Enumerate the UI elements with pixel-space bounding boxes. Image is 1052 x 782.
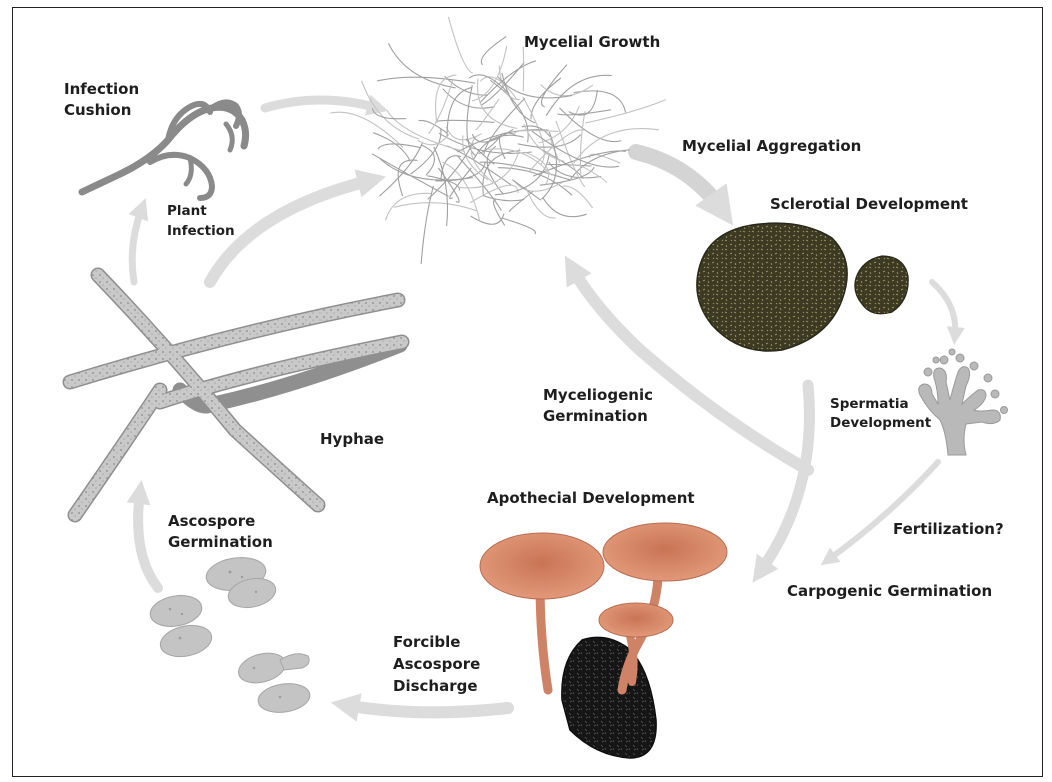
label-spermatia-development-line2: Development <box>830 414 931 432</box>
label-forcible-discharge-line2: Ascospore <box>393 654 480 674</box>
mycelium-strand <box>421 145 434 176</box>
apothecia-illustration <box>480 523 727 758</box>
mycelial-growth-illustration <box>330 17 666 264</box>
mycelium-strand <box>514 180 565 191</box>
label-fertilization: Fertilization? <box>893 519 1004 539</box>
sclerotium-small <box>855 256 908 314</box>
label-ascospore-germination-line2: Germination <box>168 532 273 552</box>
label-plant-infection-line1: Plant <box>167 202 207 220</box>
mycelium-strand <box>502 218 535 234</box>
mycelium-strand <box>427 176 459 191</box>
mycelium-strand <box>515 130 559 133</box>
label-forcible-discharge-line1: Forcible <box>393 632 460 652</box>
label-carpogenic-germination: Carpogenic Germination <box>787 581 992 601</box>
mycelium-strand <box>386 193 433 220</box>
spermatia-illustration <box>919 349 1008 455</box>
arrow-fertilization <box>828 462 938 560</box>
mycelium-strand <box>483 151 520 195</box>
mycelium-strand <box>574 91 626 113</box>
arrow-infection-to-growth <box>265 100 378 108</box>
label-plant-infection-line2: Infection <box>167 222 235 240</box>
arrow-ascospore-germination <box>138 492 158 588</box>
mycelium-strand <box>448 17 472 73</box>
hyphae-illustration <box>70 275 402 515</box>
label-myceliogenic-germination-line2: Germination <box>543 406 648 426</box>
sclerotium-large <box>697 223 847 351</box>
mycelium-strand <box>502 73 535 123</box>
mycelium-strand <box>388 43 455 88</box>
label-myceliogenic-germination-line1: Myceliogenic <box>543 385 653 405</box>
ascospores-illustration <box>148 554 312 716</box>
mycelium-strand <box>447 87 472 136</box>
mycelium-strand <box>387 111 464 152</box>
mycelium-strand <box>421 186 433 264</box>
label-infection-cushion-line1: Infection <box>64 79 139 99</box>
label-hyphae: Hyphae <box>320 429 384 449</box>
mycelium-strand <box>579 165 607 183</box>
mycelium-strand <box>531 78 561 119</box>
mycelium-strand <box>377 77 475 83</box>
label-infection-cushion-line2: Cushion <box>64 100 131 120</box>
mycelium-strand <box>429 79 454 134</box>
arrow-mycelial-aggregation <box>636 152 722 210</box>
mycelium-strand <box>483 196 524 201</box>
label-ascospore-germination-line1: Ascospore <box>168 511 255 531</box>
mycelium-strand <box>394 203 477 211</box>
mycelium-strand <box>481 37 506 65</box>
arrow-hyphae-to-plant-infection <box>132 208 142 282</box>
mycelium-strand <box>569 90 598 115</box>
label-sclerotial-development: Sclerotial Development <box>770 194 968 214</box>
mycelium-strand <box>443 162 480 220</box>
mycelium-strand <box>539 106 580 143</box>
mycelium-strand <box>523 47 524 92</box>
mycelium-strand <box>436 120 495 122</box>
arrow-carpogenic-germination <box>760 385 809 572</box>
mycelium-strand <box>541 65 567 107</box>
mycelium-strand <box>543 198 587 217</box>
arrow-forcible-discharge <box>345 705 508 712</box>
label-apothecial-development: Apothecial Development <box>487 488 695 508</box>
arrow-sclerotia-to-spermatia <box>932 282 955 336</box>
mycelium-strand <box>563 186 593 208</box>
label-mycelial-growth: Mycelial Growth <box>524 32 660 52</box>
label-forcible-discharge-line3: Discharge <box>393 676 478 696</box>
mycelium-strand <box>418 134 449 145</box>
label-mycelial-aggregation: Mycelial Aggregation <box>682 136 861 156</box>
label-spermatia-development-line1: Spermatia <box>830 395 909 413</box>
